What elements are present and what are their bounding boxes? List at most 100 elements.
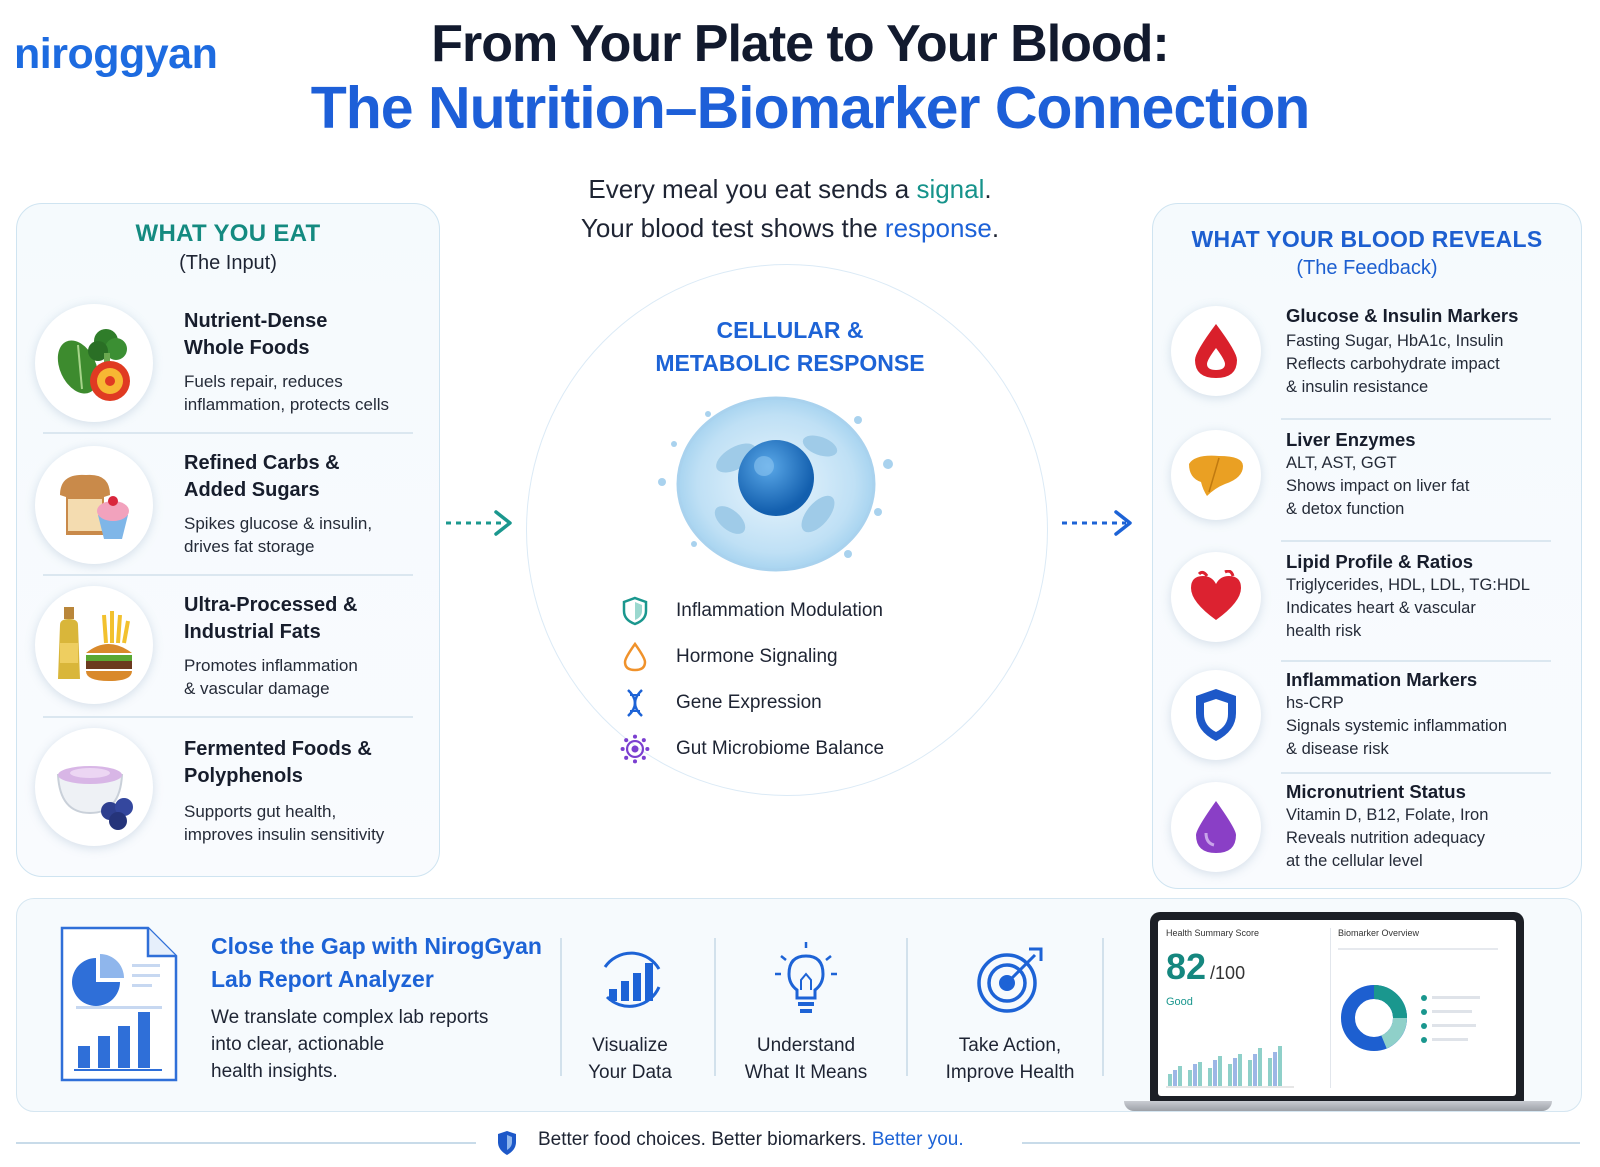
page-title: From Your Plate to Your Blood: — [431, 15, 1170, 73]
divider — [560, 938, 562, 1076]
biomarker-desc: & detox function — [1286, 500, 1405, 518]
vegetables-icon — [35, 304, 153, 422]
step-label: Take Action, — [958, 1035, 1062, 1056]
food-item-desc: Spikes glucose & insulin, — [184, 514, 373, 533]
biomarker-tests: ALT, AST, GGT — [1286, 454, 1397, 472]
food-item-desc: Promotes inflammation — [184, 656, 358, 675]
divider — [1281, 772, 1551, 774]
tagline-highlight-signal: signal — [916, 174, 985, 204]
cell-icon — [658, 396, 893, 572]
overview-label: Biomarker Overview — [1338, 928, 1420, 938]
process-label: Hormone Signaling — [676, 646, 838, 667]
biomarker-title: Lipid Profile & Ratios — [1286, 551, 1474, 572]
divider — [16, 1142, 476, 1144]
biomarker-desc: Signals systemic inflammation — [1286, 717, 1507, 735]
biomarker-tests: hs-CRP — [1286, 694, 1344, 712]
laptop-base — [1124, 1101, 1552, 1111]
step-label: Your Data — [588, 1062, 672, 1083]
input-panel-title: WHAT YOU EAT — [135, 220, 321, 247]
food-item: Ultra-Processed &Industrial Fats Promote… — [17, 580, 439, 710]
food-item-title: Polyphenols — [184, 765, 303, 787]
biomarker-desc: & insulin resistance — [1286, 378, 1429, 396]
divider — [1022, 1142, 1580, 1144]
food-item-desc: inflammation, protects cells — [184, 395, 390, 414]
biomarker-tests: Fasting Sugar, HbA1c, Insulin — [1286, 332, 1504, 350]
food-item-desc: improves insulin sensitivity — [184, 825, 385, 844]
divider — [714, 938, 716, 1076]
tagline: Every meal you eat sends a signal. Your … — [500, 170, 1080, 248]
shield-icon — [498, 1131, 516, 1155]
food-item-title: Added Sugars — [184, 479, 320, 501]
center-title-line: CELLULAR & — [716, 317, 864, 343]
donut-chart-icon — [1341, 985, 1480, 1051]
step-label: Improve Health — [945, 1062, 1075, 1083]
biomarker-desc: at the cellular level — [1286, 852, 1423, 870]
process-label: Gut Microbiome Balance — [676, 738, 885, 759]
divider — [1102, 938, 1104, 1076]
shield-icon — [620, 596, 650, 626]
tagline-text: . — [984, 174, 992, 204]
footer-text: Better food choices. Better biomarkers. — [538, 1129, 872, 1150]
target-icon — [920, 940, 1100, 1020]
step-label: What It Means — [744, 1062, 868, 1083]
divider — [1281, 418, 1551, 420]
divider — [1281, 660, 1551, 662]
tagline-highlight-response: response — [884, 213, 992, 243]
drop-icon — [620, 642, 650, 672]
bar-chart-icon — [540, 940, 720, 1020]
food-item-title: Fermented Foods & — [184, 738, 372, 760]
food-item-title: Nutrient-Dense — [184, 310, 328, 332]
process-item: Inflammation Modulation — [620, 596, 883, 626]
biomarker-desc: Indicates heart & vascular — [1286, 599, 1476, 617]
biomarker-title: Micronutrient Status — [1286, 781, 1466, 802]
food-item: Fermented Foods &Polyphenols Supports gu… — [17, 722, 439, 852]
divider — [43, 574, 413, 576]
biomarker-title: Inflammation Markers — [1286, 669, 1478, 690]
food-item: Refined Carbs &Added Sugars Spikes gluco… — [17, 440, 439, 570]
score-max: /100 — [1210, 963, 1246, 983]
score-status: Good — [1166, 996, 1193, 1008]
score-display: 82/100 — [1166, 946, 1245, 988]
cta-desc-line: health insights. — [211, 1061, 338, 1082]
food-item-title: Industrial Fats — [184, 621, 321, 643]
lightbulb-icon — [716, 940, 896, 1020]
divider — [1281, 540, 1551, 542]
food-item-desc: & vascular damage — [184, 679, 330, 698]
cta-desc-line: into clear, actionable — [211, 1034, 385, 1055]
biomarker-desc: Reveals nutrition adequacy — [1286, 829, 1486, 847]
cta-title: Close the Gap with NirogGyan Lab Report … — [211, 930, 542, 996]
center-title-line: METABOLIC RESPONSE — [655, 350, 925, 376]
cta-title-line: Close the Gap with NirogGyan — [211, 933, 542, 959]
divider — [906, 938, 908, 1076]
page-subtitle: The Nutrition–Biomarker Connection — [310, 75, 1311, 141]
biomarker-title: Liver Enzymes — [1286, 429, 1416, 450]
step-item: Take Action, Improve Health — [920, 940, 1100, 1086]
process-item: Gut Microbiome Balance — [620, 734, 884, 764]
footer-highlight: Better you. — [871, 1129, 964, 1150]
step-label: Visualize — [592, 1035, 668, 1056]
microbe-icon — [620, 734, 650, 764]
feedback-panel: WHAT YOUR BLOOD REVEALS (The Feedback) G… — [1152, 203, 1582, 889]
shield-icon — [1171, 670, 1261, 760]
center-title: CELLULAR & METABOLIC RESPONSE — [580, 314, 1000, 380]
yogurt-berries-icon — [35, 728, 153, 846]
tagline-text: . — [991, 213, 1000, 243]
food-item-desc: drives fat storage — [184, 537, 315, 556]
biomarker-desc: & disease risk — [1286, 740, 1389, 758]
mini-bar-chart-icon — [1166, 1046, 1294, 1088]
divider — [1330, 928, 1331, 1088]
tagline-text: Every meal you eat sends a — [588, 174, 917, 204]
divider — [1338, 948, 1498, 950]
food-item-desc: Fuels repair, reduces — [184, 372, 343, 391]
oil-burger-fries-icon — [35, 586, 153, 704]
dna-icon — [620, 688, 650, 718]
purple-drop-icon — [1171, 782, 1261, 872]
process-label: Gene Expression — [676, 692, 822, 713]
liver-icon — [1171, 430, 1261, 520]
feedback-panel-subtitle: (The Feedback) — [1296, 257, 1438, 279]
biomarker-desc: Reflects carbohydrate impact — [1286, 355, 1500, 373]
arrow-right-icon — [446, 510, 512, 536]
bread-cupcake-icon — [35, 446, 153, 564]
report-document-icon — [60, 926, 178, 1082]
